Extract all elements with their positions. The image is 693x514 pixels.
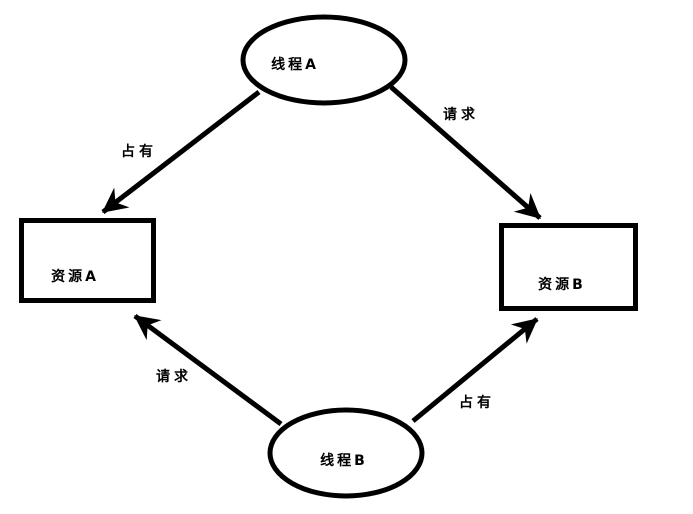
node-resource-a-rect [19,218,156,303]
node-resource-a-label: 资源A [51,268,99,285]
edge-thread-a-requests-resource-b [389,85,542,220]
node-thread-b-ellipse [267,407,425,499]
edge-label-request-bottom-left: 请求 [156,368,192,385]
node-thread-a-label: 线程A [271,56,319,73]
edge-thread-b-holds-resource-b [411,317,539,423]
node-thread-a-ellipse [240,14,408,106]
node-thread-b-label: 线程B [320,452,368,469]
node-resource-b-rect [499,223,638,311]
node-resource-b-label: 资源B [538,276,586,293]
edge-thread-a-holds-resource-a [101,90,261,214]
edge-label-hold-bottom-right: 占有 [459,394,495,411]
edge-label-request-top-right: 请求 [443,106,479,123]
edge-label-hold-top-left: 占有 [121,143,157,160]
edge-thread-b-requests-resource-a [133,313,283,427]
